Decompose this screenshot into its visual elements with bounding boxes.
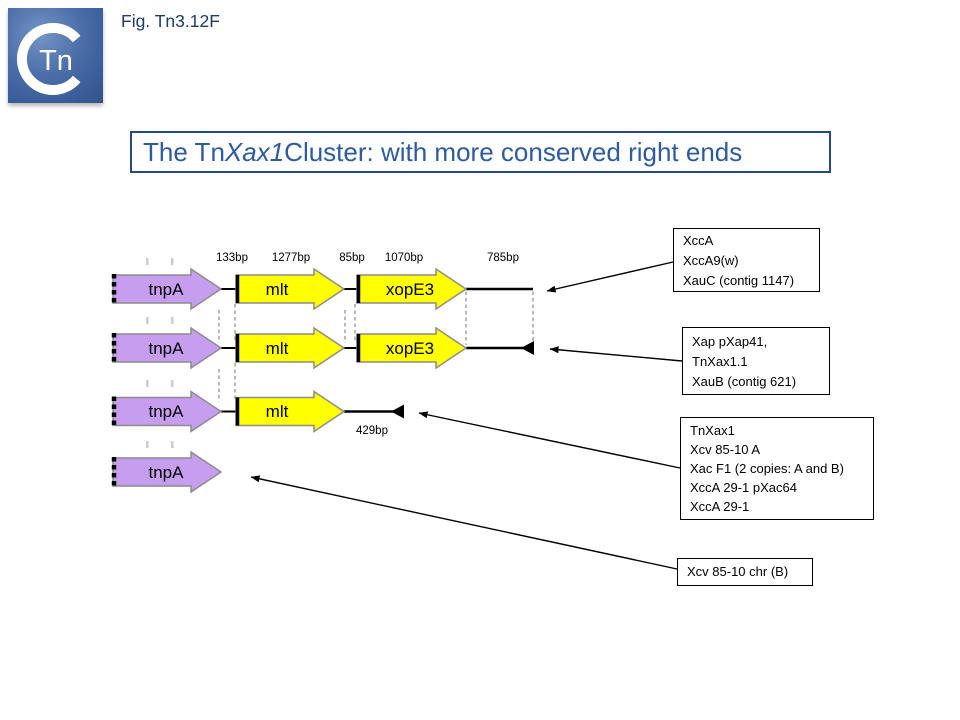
mlt-gene-arrow [235, 267, 346, 311]
alignment-guides [218, 291, 534, 402]
tnpA-label: tnpA [149, 402, 185, 421]
bp-label-429: 429bp [356, 425, 388, 437]
bp-label: 133bp [216, 252, 248, 264]
tnpA-gene-arrow [112, 450, 223, 494]
title-post: Cluster: with more conserved right ends [284, 136, 743, 167]
xopE3-label: xopE3 [386, 280, 434, 299]
annotation-line: TnXax1.1 [692, 354, 748, 369]
right-end-triangle [391, 404, 404, 419]
row-4: tnpA [111, 450, 223, 494]
mlt-label: mlt [266, 339, 289, 358]
annotation-line: Xac F1 (2 copies: A and B) [690, 461, 844, 476]
annotation-connectors [250, 261, 683, 570]
tnpA-label: tnpA [149, 280, 185, 299]
title-italic: Xax1 [224, 136, 285, 167]
tnpA-gene-arrow [112, 267, 223, 311]
annotation-line: XccA [683, 233, 714, 248]
annotation-line: XccA 29-1 pXac64 [690, 480, 797, 495]
annotation-line: Xap pXap41, [692, 334, 768, 349]
annotation-line: TnXax1 [690, 423, 735, 438]
tnpA-gene-arrow [112, 326, 223, 370]
tnpA-gene-arrow [112, 390, 223, 433]
tnpA-label: tnpA [149, 339, 185, 358]
tn-center-logo: Tn [8, 8, 103, 103]
bp-label: 1070bp [385, 252, 423, 264]
connector-arrow-row4 [250, 475, 678, 570]
annotation-line: XccA 29-1 [690, 499, 750, 514]
row-1: tnpA mlt xopE3 [111, 267, 533, 311]
distance-labels: 133bp 1277bp 85bp 1070bp 785bp [216, 252, 519, 264]
bp-label: 785bp [487, 252, 519, 264]
tn-logo-icon: Tn [17, 23, 81, 95]
annotation-line: XauB (contig 621) [692, 374, 797, 389]
row-3: tnpA mlt 429bp [111, 390, 404, 437]
xopE3-gene-arrow [356, 267, 468, 311]
faint-tick-marks [146, 258, 174, 448]
logo-text: Tn [39, 45, 73, 77]
connector-arrow-row3 [418, 411, 681, 469]
right-end-triangle [521, 341, 534, 355]
annotation-box-row4: Xcv 85-10 chr (B) [677, 558, 813, 586]
annotation-line: Xcv 85-10 chr (B) [687, 564, 789, 579]
title-pre: The Tn [143, 136, 225, 167]
xopE3-gene-arrow [356, 326, 468, 370]
xopE3-label: xopE3 [386, 339, 434, 358]
mlt-label: mlt [266, 280, 289, 299]
bp-label: 1277bp [272, 252, 310, 264]
connector-arrow-row1 [546, 261, 674, 293]
annotation-box-row2: Xap pXap41, TnXax1.1 XauB (contig 621) [682, 327, 830, 395]
bp-label: 85bp [339, 252, 365, 264]
row-2: tnpA mlt xopE3 [111, 326, 534, 370]
tnpA-label: tnpA [149, 463, 185, 482]
logo-c-ring-icon [17, 23, 81, 95]
annotation-box-row3: TnXax1 Xcv 85-10 A Xac F1 (2 copies: A a… [680, 417, 874, 520]
annotation-line: XccA9(w) [683, 253, 739, 268]
connector-arrow-row2 [549, 346, 683, 362]
annotation-line: XauC (contig 1147) [683, 273, 795, 288]
mlt-gene-arrow [235, 390, 346, 433]
annotation-line: Xcv 85-10 A [690, 442, 761, 457]
mlt-gene-arrow [235, 326, 346, 370]
figure-label: Fig. Tn3.12F [121, 11, 220, 31]
annotation-box-row1: XccA XccA9(w) XauC (contig 1147) [673, 228, 820, 292]
mlt-label: mlt [266, 402, 289, 421]
